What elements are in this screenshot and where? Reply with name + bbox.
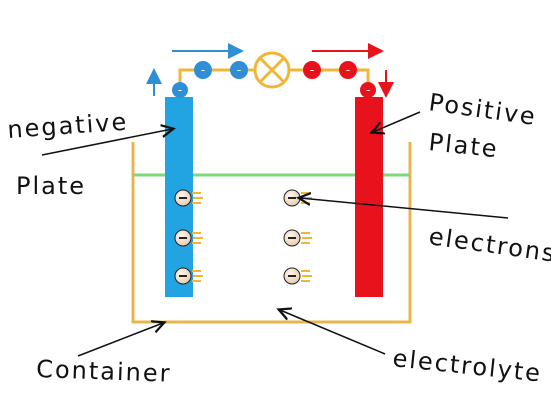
leader-electrolyte <box>280 310 386 355</box>
svg-text:-: - <box>366 83 370 97</box>
label-negative-plate: Plate <box>16 172 86 200</box>
wire-electron-4: - <box>303 61 321 79</box>
leader-positive-plate <box>373 111 421 132</box>
wire-electron-6: - <box>360 82 376 98</box>
svg-text:-: - <box>346 63 350 77</box>
label-negative: negative <box>6 108 129 144</box>
svg-text:-: - <box>201 63 205 77</box>
label-container: Container <box>36 355 172 388</box>
wire-electron-3: - <box>230 61 248 79</box>
electron-particle <box>174 267 203 285</box>
leader-negative-plate <box>41 129 172 156</box>
svg-text:-: - <box>237 63 241 77</box>
label-electrolyte: electrolyte <box>391 344 543 388</box>
wire-electron-1: - <box>172 82 188 98</box>
wire-electron-5: - <box>339 61 357 79</box>
label-electrons: electrons <box>427 222 551 268</box>
electron-particle <box>283 267 312 285</box>
electron-particle <box>283 229 312 247</box>
svg-text:-: - <box>178 83 182 97</box>
label-positive: Positive <box>427 88 538 131</box>
electron-particle <box>174 229 203 247</box>
container-outline <box>131 142 412 324</box>
svg-text:-: - <box>310 63 314 77</box>
wire-electron-2: - <box>194 61 212 79</box>
label-positive-plate: Plate <box>427 128 500 163</box>
lamp-icon <box>253 51 291 89</box>
positive-plate <box>355 97 383 297</box>
leader-electrons <box>300 198 509 219</box>
leader-container <box>77 323 163 357</box>
electron-particle <box>174 189 203 207</box>
